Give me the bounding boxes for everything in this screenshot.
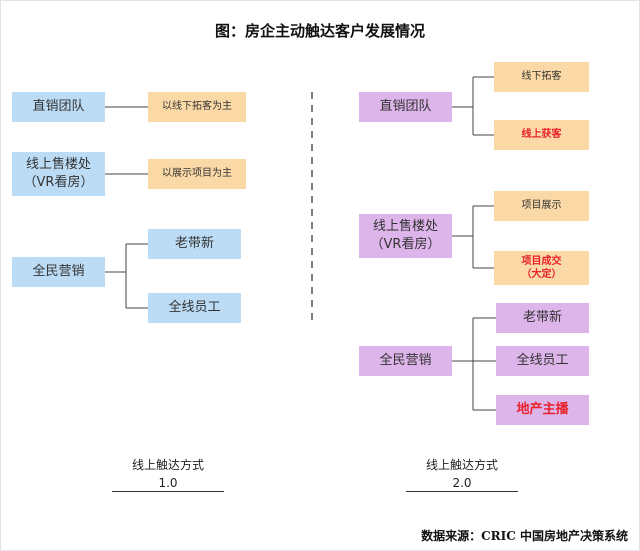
left-all-staff-box: 全线员工 [148,293,241,323]
right-caption: 线上触达方式 2.0 [406,456,518,492]
left-caption: 线上触达方式 1.0 [112,456,224,492]
right-online-acquire-box: 线上获客 [494,120,589,150]
left-all-people-box: 全民营销 [12,257,105,287]
right-offline-acquire-box: 线下拓客 [494,62,589,92]
right-project-show-box: 项目展示 [494,191,589,221]
right-caption-version: 2.0 [452,476,472,490]
right-caption-title: 线上触达方式 [425,458,498,472]
right-online-sales-box: 线上售楼处 （VR看房） [359,214,452,258]
left-caption-title: 线上触达方式 [131,458,204,472]
left-online-sales-box: 线上售楼处 （VR看房） [12,152,105,196]
right-all-people-box: 全民营销 [359,346,452,376]
right-all-staff-box: 全线员工 [496,346,589,376]
figure-title: 图：房企主动触达客户发展情况 [214,22,425,40]
left-caption-underline [112,491,224,492]
right-live-stream-box: 地产主播 [496,395,589,425]
right-old-new-box: 老带新 [496,303,589,333]
right-direct-team-box: 直销团队 [359,92,452,122]
left-caption-version: 1.0 [158,476,178,490]
left-old-new-box: 老带新 [148,229,241,259]
left-direct-team-note: 以线下拓客为主 [148,92,246,122]
data-source-note: 数据来源：CRIC 中国房地产决策系统 [421,529,628,543]
left-online-sales-note: 以展示项目为主 [148,159,246,189]
right-caption-underline [406,491,518,492]
right-project-deal-box: 项目成交 （大定） [494,251,589,285]
left-direct-team-box: 直销团队 [12,92,105,122]
